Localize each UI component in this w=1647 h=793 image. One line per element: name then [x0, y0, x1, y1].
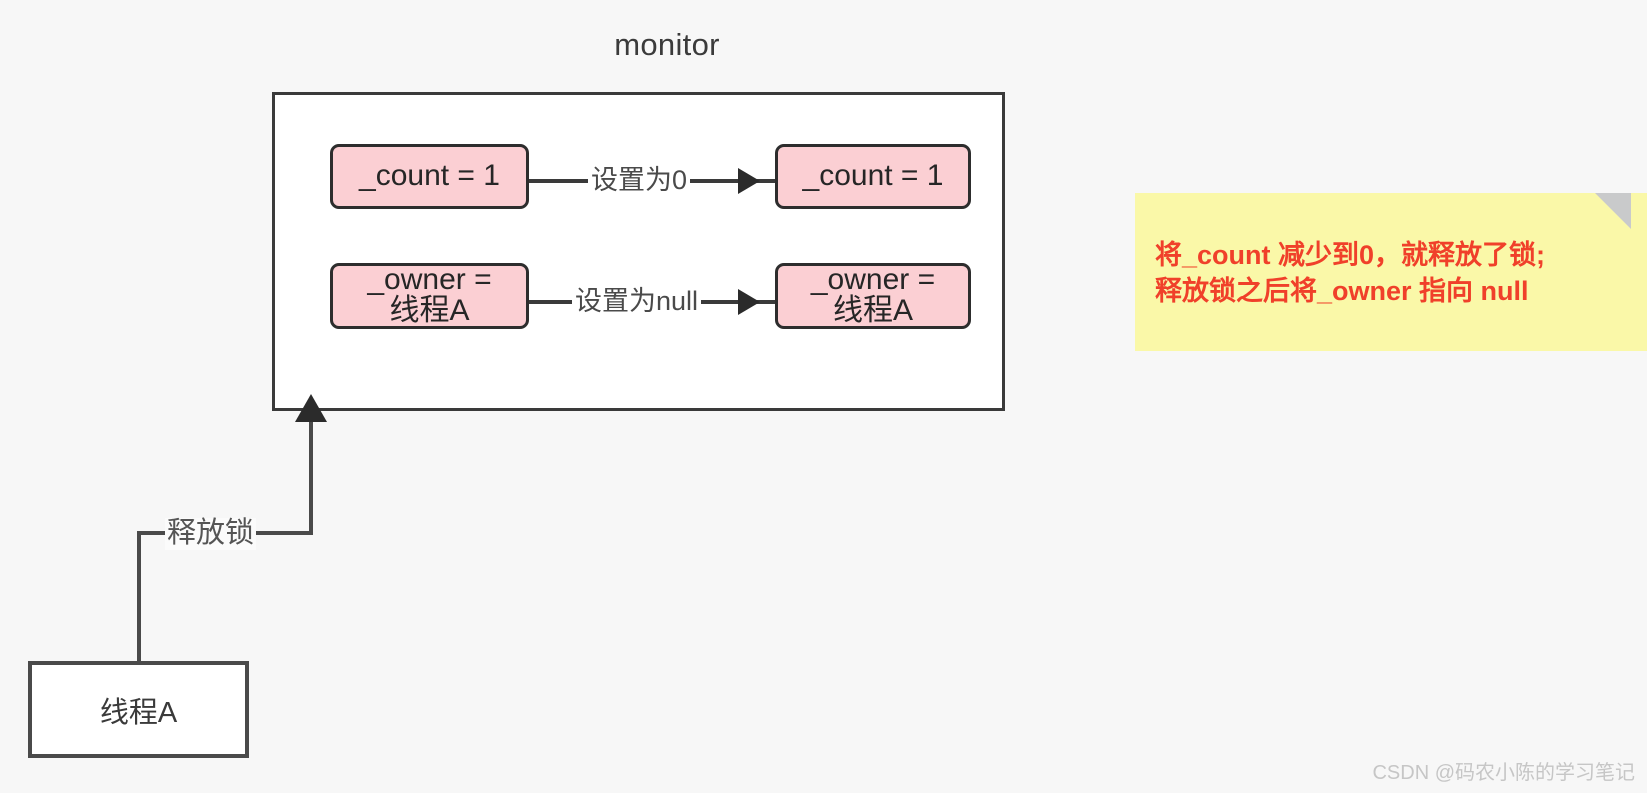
count-transition-arrowhead-icon: [738, 168, 760, 194]
field-box-owner-before: _owner = 线程A: [330, 263, 529, 329]
owner-transition-label: 设置为null: [572, 288, 702, 315]
monitor-container-box: [272, 92, 1005, 411]
watermark: CSDN @码农小陈的学习笔记: [1372, 762, 1635, 784]
sticky-note: 将_count 减少到0，就释放了锁; 释放锁之后将_owner 指向 null: [1135, 193, 1647, 351]
count-transition-label: 设置为0: [588, 167, 691, 194]
release-edge-arrowhead-icon: [295, 394, 327, 422]
field-box-count-after: _count = 1: [775, 144, 971, 209]
field-box-count-before: _count = 1: [330, 144, 529, 209]
note-folded-corner-icon: [1595, 193, 1631, 229]
release-edge-label: 释放锁: [165, 517, 257, 550]
release-edge-segment-vertical-lower: [137, 531, 141, 663]
note-fold-mask: [1631, 193, 1647, 229]
monitor-title: monitor: [614, 27, 720, 62]
field-box-owner-after: _owner = 线程A: [775, 263, 971, 329]
release-edge-segment-vertical-upper: [309, 420, 313, 535]
owner-transition-arrowhead-icon: [738, 289, 760, 315]
sticky-note-text: 将_count 减少到0，就释放了锁; 释放锁之后将_owner 指向 null: [1155, 240, 1546, 306]
thread-a-box: 线程A: [28, 661, 249, 758]
